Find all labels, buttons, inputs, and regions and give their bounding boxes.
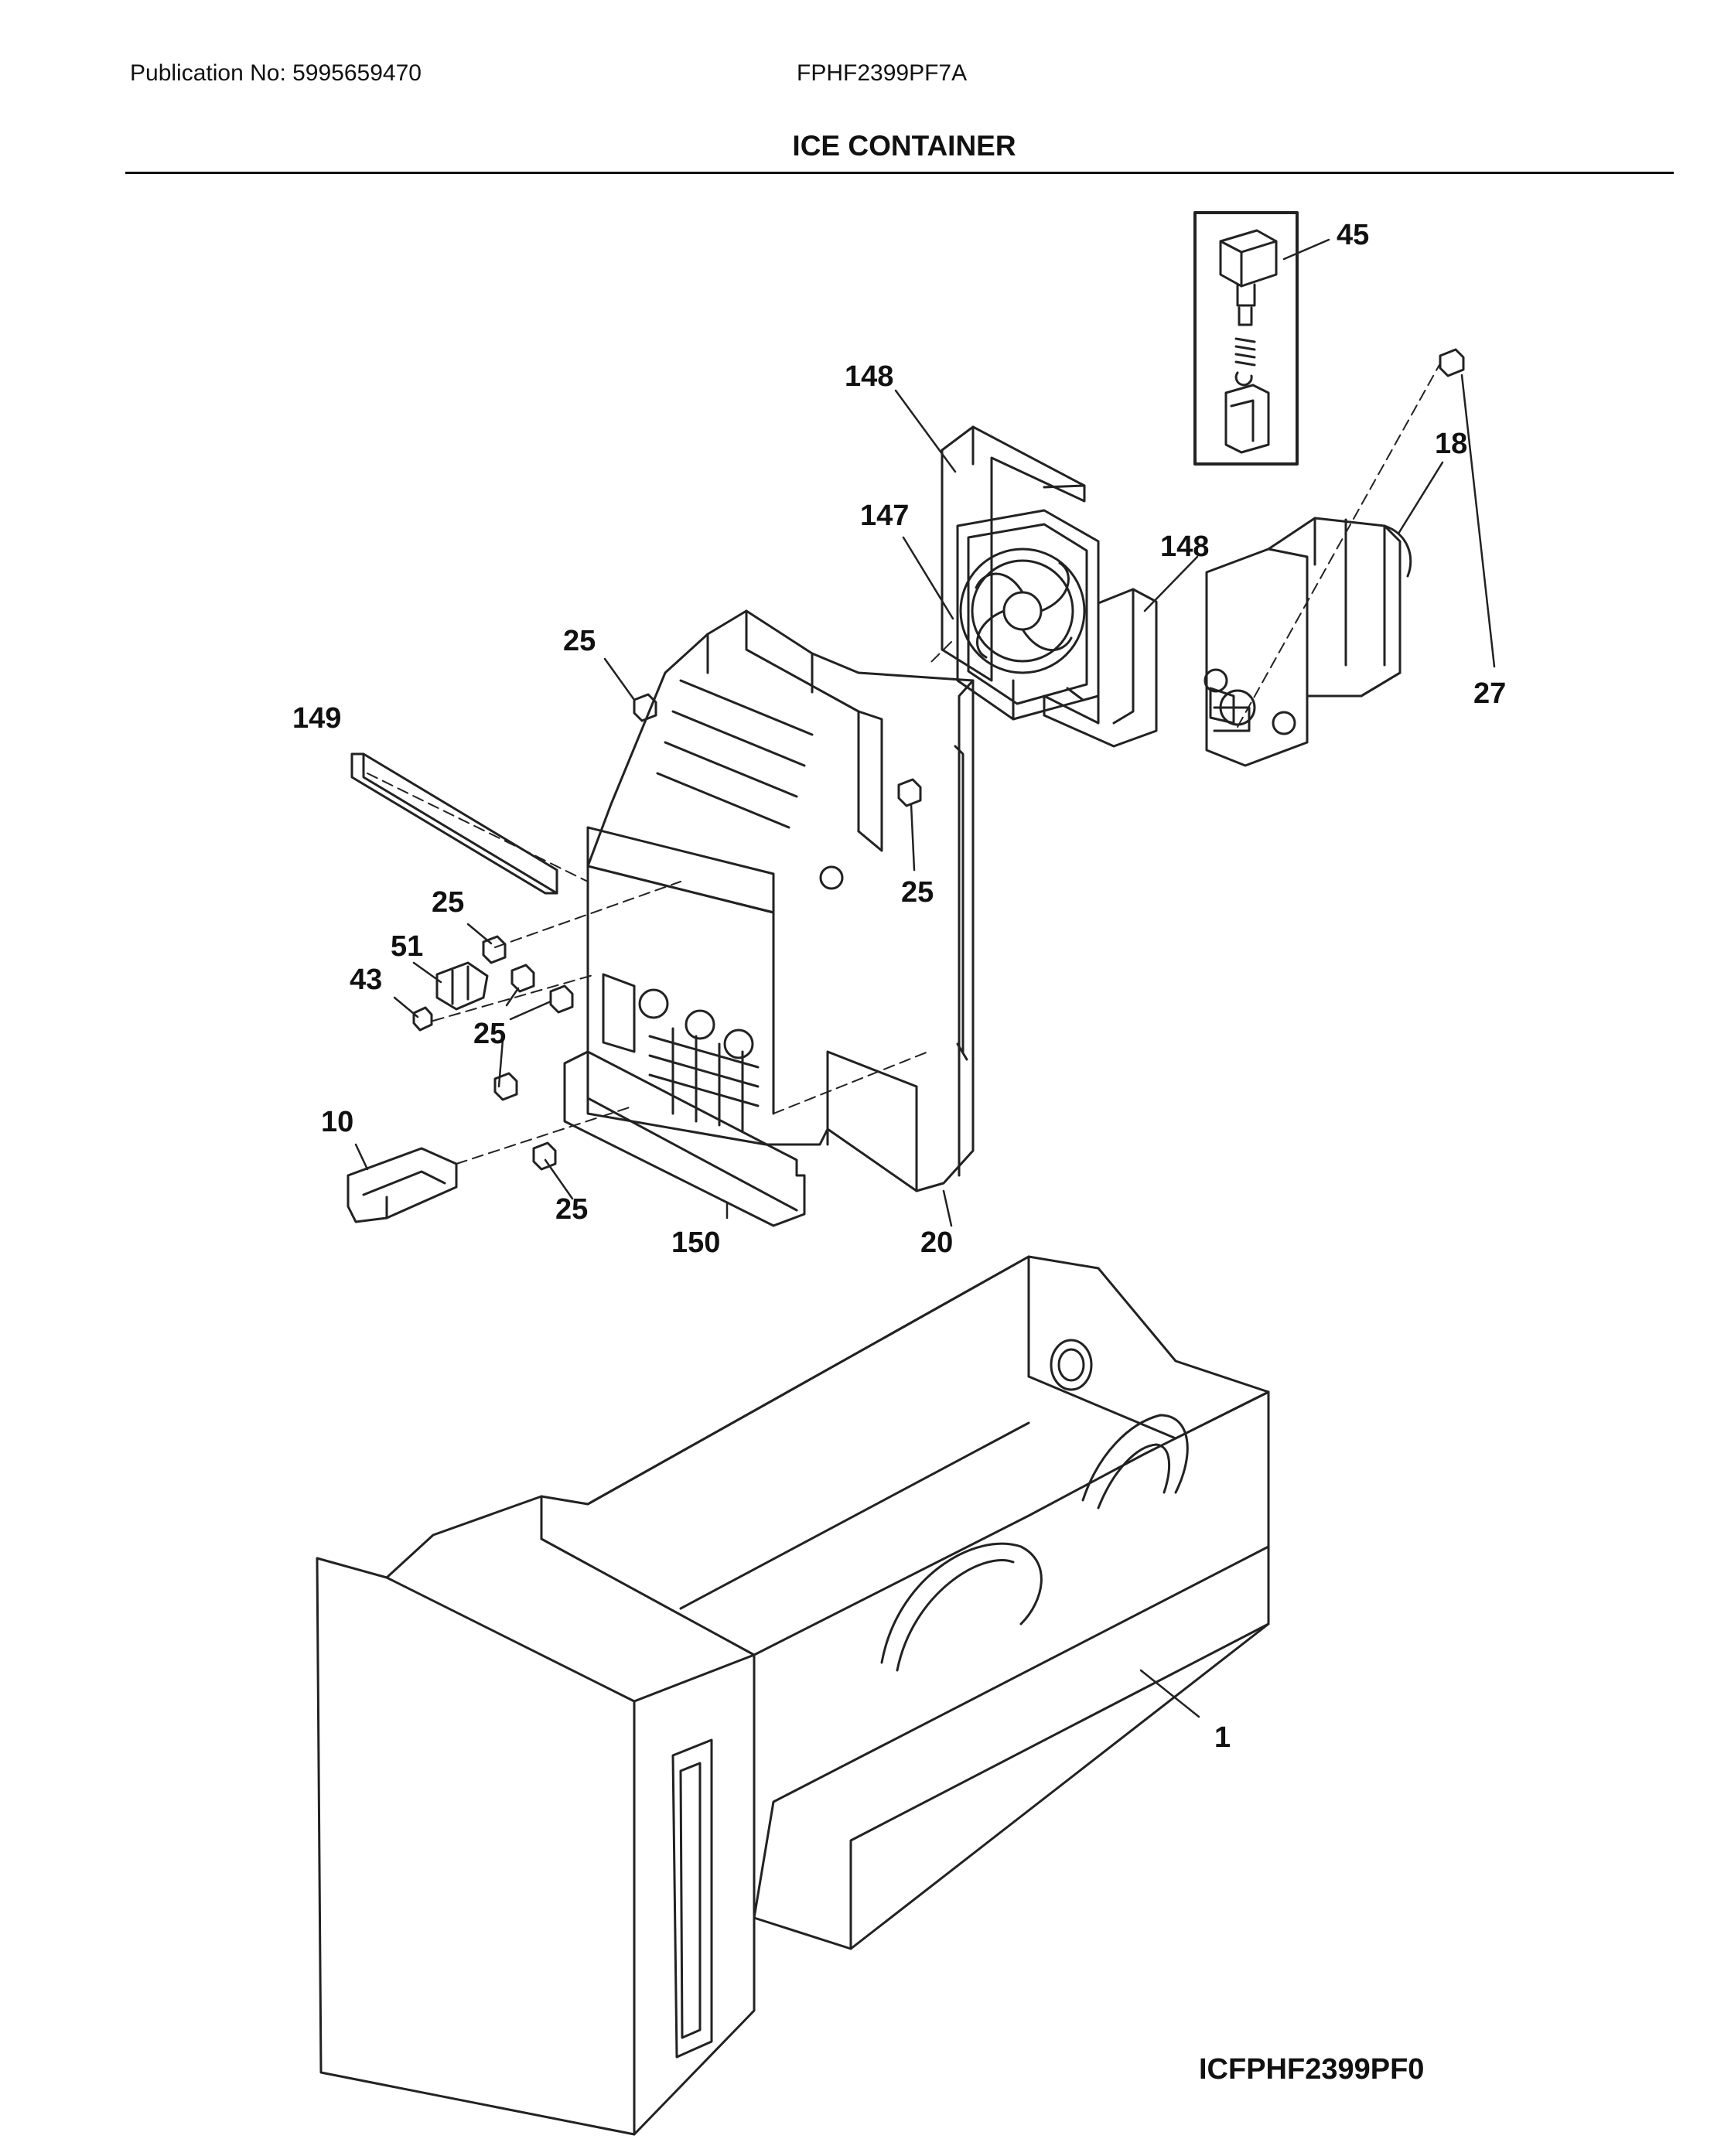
leader-lines xyxy=(354,238,1496,1718)
callout-43: 43 xyxy=(350,964,383,996)
alignment-lines xyxy=(367,363,1441,1165)
callout-150: 150 xyxy=(671,1226,721,1259)
auger-motor xyxy=(1204,517,1412,767)
side-cover xyxy=(1043,588,1158,748)
callout-25-top: 25 xyxy=(563,625,596,657)
callout-27: 27 xyxy=(1473,677,1507,710)
publication-number: Publication No: 5995659470 xyxy=(130,60,422,86)
dispenser-housing xyxy=(586,609,975,1192)
figure-id: ICFPHF2399PF0 xyxy=(1199,2053,1425,2086)
callout-51: 51 xyxy=(391,930,424,963)
callout-20: 20 xyxy=(920,1226,954,1259)
callout-1: 1 xyxy=(1214,1721,1231,1754)
callout-148-upper: 148 xyxy=(845,360,894,393)
ice-container-bin xyxy=(316,1255,1270,2136)
seal-strip-149 xyxy=(350,752,558,895)
model-number: FPHF2399PF7A xyxy=(797,60,968,86)
callout-25-left: 25 xyxy=(432,886,465,919)
fan-bracket xyxy=(941,425,1086,682)
callout-25-right: 25 xyxy=(901,876,934,909)
switch-51 xyxy=(435,961,489,1011)
screw-27 xyxy=(1439,348,1465,377)
callout-18: 18 xyxy=(1435,428,1468,460)
small-screws xyxy=(412,693,922,1171)
header-rule xyxy=(125,172,1674,174)
callout-148-lower: 148 xyxy=(1160,530,1210,563)
callout-147: 147 xyxy=(860,500,910,532)
callout-149: 149 xyxy=(292,702,342,735)
callout-25-bottom: 25 xyxy=(555,1193,589,1226)
actuator-10 xyxy=(347,1147,458,1223)
callout-45: 45 xyxy=(1337,219,1370,251)
callout-25-middle: 25 xyxy=(473,1018,507,1050)
solenoid-inset xyxy=(1193,211,1299,466)
callout-10: 10 xyxy=(321,1106,354,1138)
page-title: ICE CONTAINER xyxy=(792,130,1016,162)
fan-assembly xyxy=(956,509,1100,721)
seal-strip-150 xyxy=(563,1050,806,1227)
